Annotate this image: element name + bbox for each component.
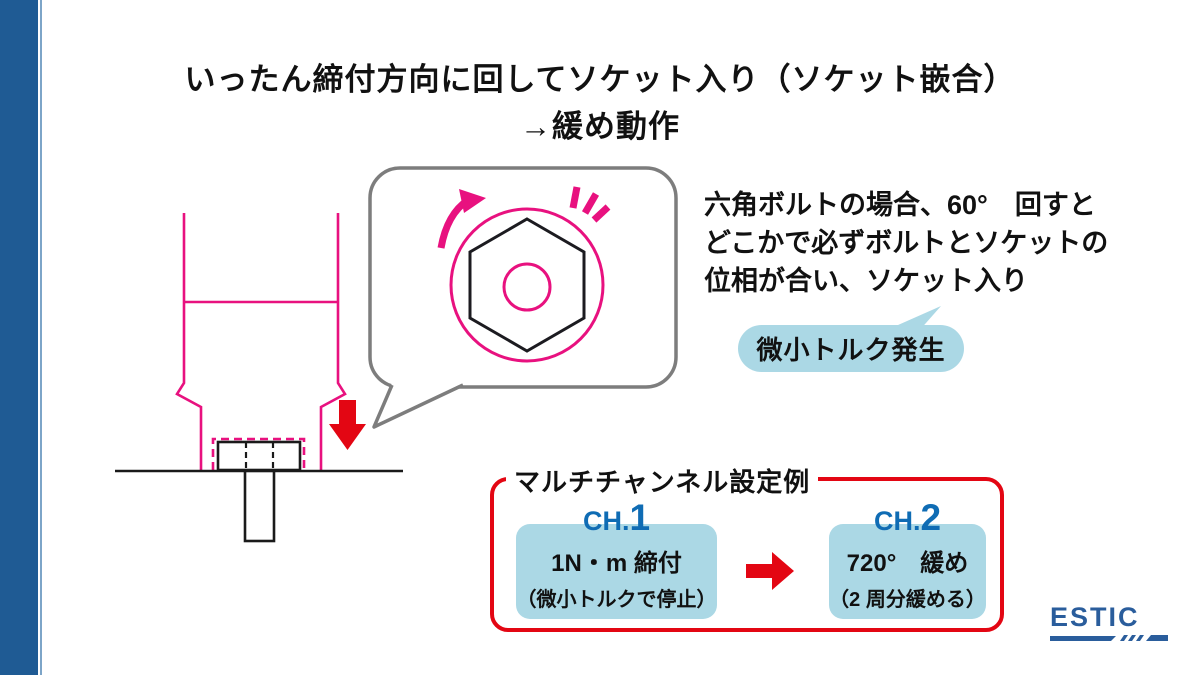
zoom-callout-bubble (368, 166, 678, 429)
torque-callout-label: 微小トルク発生 (756, 335, 946, 365)
bolt-shank (243, 469, 276, 543)
ch1-card: 1N・m 締付 （微小トルクで停止） (516, 524, 717, 619)
ch2-line2: （2 周分緩める） (829, 589, 986, 611)
page-title-line2: →緩め動作 (520, 109, 680, 144)
bolt-head (216, 440, 302, 472)
emphasis-marks-icon (569, 186, 611, 223)
page-title-line1: いったん締付方向に回してソケット入り（ソケット嵌合） (184, 62, 1016, 97)
hexagon-bolt-icon (468, 217, 586, 353)
ch1-line1: 1N・m 締付 (551, 550, 682, 577)
torque-callout: 微小トルク発生 (738, 325, 964, 372)
ch1-label-number: 1 (629, 497, 651, 538)
bolt-center-circle (502, 262, 552, 312)
ch1-label-prefix: CH. (582, 506, 630, 536)
ch2-label-prefix: CH. (873, 506, 921, 536)
ch1-line2: （微小トルクで停止） (516, 589, 717, 611)
estic-logo-text: ESTIC (1050, 602, 1140, 632)
left-edge-bar (0, 0, 38, 675)
multichannel-box: マルチチャンネル設定例 CH.1 1N・m 締付 （微小トルクで停止） CH.2… (490, 462, 1004, 632)
ch2-line1: 720° 緩め (846, 550, 969, 577)
ch2-card: 720° 緩め （2 周分緩める） (829, 524, 986, 619)
explanation-line1: 六角ボルトの場合、60° 回すと (704, 190, 1096, 220)
rotation-arrow-icon (437, 189, 486, 249)
estic-logo-underline (1050, 635, 1168, 641)
ch2-label-number: 2 (920, 497, 942, 538)
ch2-label: CH.2 (829, 498, 986, 538)
socket-cavity-dashed-outline (211, 437, 306, 470)
explanation-line2: どこかで必ずボルトとソケットの (704, 228, 1109, 258)
multichannel-title: マルチチャンネル設定例 (506, 462, 819, 499)
socket-opening-circle (449, 207, 605, 363)
ch1-group: CH.1 1N・m 締付 （微小トルクで停止） (516, 498, 717, 619)
explanation-text: 六角ボルトの場合、60° 回すと どこかで必ずボルトとソケットの 位相が合い、ソ… (704, 186, 1108, 300)
explanation-line3: 位相が合い、ソケット入り (704, 266, 1028, 296)
left-edge-accent-line (40, 0, 42, 675)
page-title: いったん締付方向に回してソケット入り（ソケット嵌合） →緩め動作 (0, 56, 1200, 150)
ch2-group: CH.2 720° 緩め （2 周分緩める） (829, 498, 986, 619)
right-arrow-icon (746, 552, 794, 590)
estic-logo: ESTIC (1050, 602, 1170, 643)
socket-tool-outline (175, 213, 347, 470)
ch1-label: CH.1 (516, 498, 717, 538)
down-arrow-icon (329, 400, 366, 450)
